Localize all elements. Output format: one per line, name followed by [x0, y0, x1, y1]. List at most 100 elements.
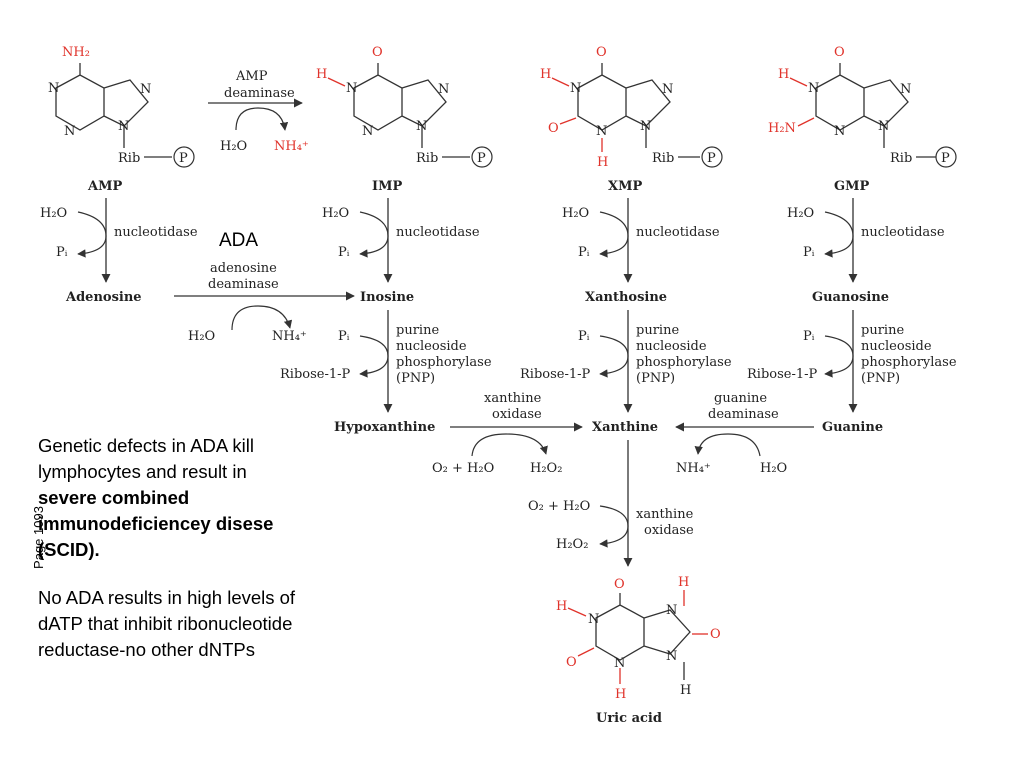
- amp-deaminase-label-2: deaminase: [224, 86, 295, 101]
- gmp-n3-label: N: [834, 124, 845, 139]
- adenosine-deaminase-reaction: adenosine deaminase H₂O NH₄⁺: [174, 261, 355, 344]
- xo2-label-2: oxidase: [644, 523, 694, 538]
- xanthine-oxidase-reaction-2: O₂ + H₂O H₂O₂ xanthine oxidase: [528, 440, 694, 567]
- ada-enzyme-label-2: deaminase: [208, 277, 279, 292]
- imp-n3-label: N: [362, 124, 373, 139]
- inosine-pnp-ribose: Ribose-1-P: [280, 367, 351, 382]
- imp-name: IMP: [372, 179, 402, 194]
- gmp-n1-label: N: [808, 81, 819, 96]
- uric-o2-label: O: [566, 655, 577, 670]
- xanthosine-name: Xanthosine: [585, 290, 667, 305]
- xo2-label-1: xanthine: [636, 507, 694, 522]
- xmp-nucleotidase-pi: Pᵢ: [578, 245, 590, 260]
- xmp-phosphate-label: P: [707, 151, 716, 166]
- amp-n1-label: N: [48, 81, 59, 96]
- xo2-h2o2: H₂O₂: [556, 537, 588, 552]
- imp-n9-label: N: [416, 119, 427, 134]
- xanthosine-pnp-label-2: nucleoside: [636, 339, 707, 354]
- scid-note-line-4: immunodeficiencey disese: [38, 513, 274, 534]
- xanthine-name: Xanthine: [592, 420, 658, 435]
- amp-rib-label: Rib: [118, 151, 140, 166]
- amp-deaminase-water: H₂O: [220, 139, 247, 154]
- gmp-n7-label: N: [900, 82, 911, 97]
- imp-nucleotidase-water: H₂O: [322, 206, 349, 221]
- uric-o6-label: O: [614, 577, 625, 592]
- guanosine-pnp-label-3: phosphorylase: [861, 355, 957, 370]
- datp-note-line-1: No ADA results in high levels of: [38, 587, 296, 608]
- uric-h9-label: H: [680, 683, 691, 698]
- imp-h-label: H: [316, 67, 327, 82]
- datp-note-line-2: dATP that inhibit ribonucleotide: [38, 613, 293, 634]
- amp-deaminase-label-1: AMP: [235, 69, 268, 84]
- xanthosine-pnp-pi: Pᵢ: [578, 329, 590, 344]
- uric-h3-label: H: [615, 687, 626, 702]
- amp-deaminase-reaction: AMP deaminase H₂O NH₄⁺: [208, 69, 309, 154]
- uric-o8-label: O: [710, 627, 721, 642]
- xmp-name: XMP: [608, 179, 642, 194]
- guanosine-pnp-label-2: nucleoside: [861, 339, 932, 354]
- xmp-n1-label: N: [570, 81, 581, 96]
- gmp-h2n-label: H₂N: [768, 121, 796, 136]
- scid-note: Genetic defects in ADA kill lymphocytes …: [38, 433, 368, 563]
- adenosine-name: Adenosine: [65, 290, 142, 305]
- uric-n3-label: N: [614, 656, 625, 671]
- xanthosine-pnp-label-4: (PNP): [636, 371, 675, 386]
- gmp-nucleotidase-water: H₂O: [787, 206, 814, 221]
- xmp-n9-label: N: [640, 119, 651, 134]
- xmp-n7-label: N: [662, 82, 673, 97]
- xmp-nucleotidase-water: H₂O: [562, 206, 589, 221]
- imp-nucleotidase-label: nucleotidase: [396, 225, 480, 240]
- gmp-name: GMP: [834, 179, 869, 194]
- scid-note-line-3: severe combined: [38, 487, 190, 508]
- datp-note: No ADA results in high levels of dATP th…: [38, 585, 368, 663]
- inosine-name: Inosine: [360, 290, 414, 305]
- nucleotidase-steps: H₂O Pᵢ nucleotidase H₂O Pᵢ nucleotidase …: [40, 198, 945, 283]
- xo1-o2-water: O₂ + H₂O: [432, 461, 494, 476]
- uric-h7-label: H: [678, 575, 689, 590]
- ada-water: H₂O: [188, 329, 215, 344]
- xmp-h3-label: H: [597, 155, 608, 170]
- uric-acid-name: Uric acid: [596, 711, 662, 726]
- imp-phosphate-label: P: [477, 151, 486, 166]
- pnp-steps: Pᵢ Ribose-1-P purine nucleoside phosphor…: [280, 310, 957, 413]
- ada-ammonium: NH₄⁺: [272, 329, 307, 344]
- xo2-o2-water: O₂ + H₂O: [528, 499, 590, 514]
- ada-callout: ADA: [219, 230, 259, 251]
- imp-o-label: O: [372, 45, 383, 60]
- imp-n7-label: N: [438, 82, 449, 97]
- guanosine-pnp-label-1: purine: [861, 323, 904, 338]
- scid-note-line-5: (SCID).: [38, 539, 100, 560]
- imp-nucleotidase-pi: Pᵢ: [338, 245, 350, 260]
- gmp-n9-label: N: [878, 119, 889, 134]
- ada-enzyme-label-1: adenosine: [210, 261, 277, 276]
- gmp-h-label: H: [778, 67, 789, 82]
- guanosine-name: Guanosine: [812, 290, 889, 305]
- amp-n7-label: N: [140, 82, 151, 97]
- amp-nucleotidase-water: H₂O: [40, 206, 67, 221]
- scid-note-line-1: Genetic defects in ADA kill: [38, 435, 254, 456]
- xanthosine-pnp-label-3: phosphorylase: [636, 355, 732, 370]
- xo1-label-1: xanthine: [484, 391, 542, 406]
- gda-water: H₂O: [760, 461, 787, 476]
- inosine-pnp-label-4: (PNP): [396, 371, 435, 386]
- imp-n1-label: N: [346, 81, 357, 96]
- gmp-structure: O H H₂N N N N N Rib P: [768, 45, 957, 168]
- guanosine-pnp-label-4: (PNP): [861, 371, 900, 386]
- xanthine-oxidase-reaction-1: xanthine oxidase O₂ + H₂O H₂O₂: [432, 391, 583, 476]
- inosine-pnp-pi: Pᵢ: [338, 329, 350, 344]
- amp-phosphate-label: P: [179, 151, 188, 166]
- xmp-n3-label: N: [596, 124, 607, 139]
- gmp-nucleotidase-label: nucleotidase: [861, 225, 945, 240]
- amp-nh2-label: NH₂: [62, 45, 90, 60]
- amp-name: AMP: [87, 179, 122, 194]
- imp-structure: O H N N N N Rib P: [316, 45, 493, 168]
- xmp-h1-label: H: [540, 67, 551, 82]
- gmp-o-label: O: [834, 45, 845, 60]
- guanosine-pnp-ribose: Ribose-1-P: [747, 367, 818, 382]
- inosine-pnp-label-1: purine: [396, 323, 439, 338]
- gda-label-1: guanine: [714, 391, 767, 406]
- inosine-pnp-label-3: phosphorylase: [396, 355, 492, 370]
- xanthosine-pnp-ribose: Ribose-1-P: [520, 367, 591, 382]
- amp-nucleotidase-label: nucleotidase: [114, 225, 198, 240]
